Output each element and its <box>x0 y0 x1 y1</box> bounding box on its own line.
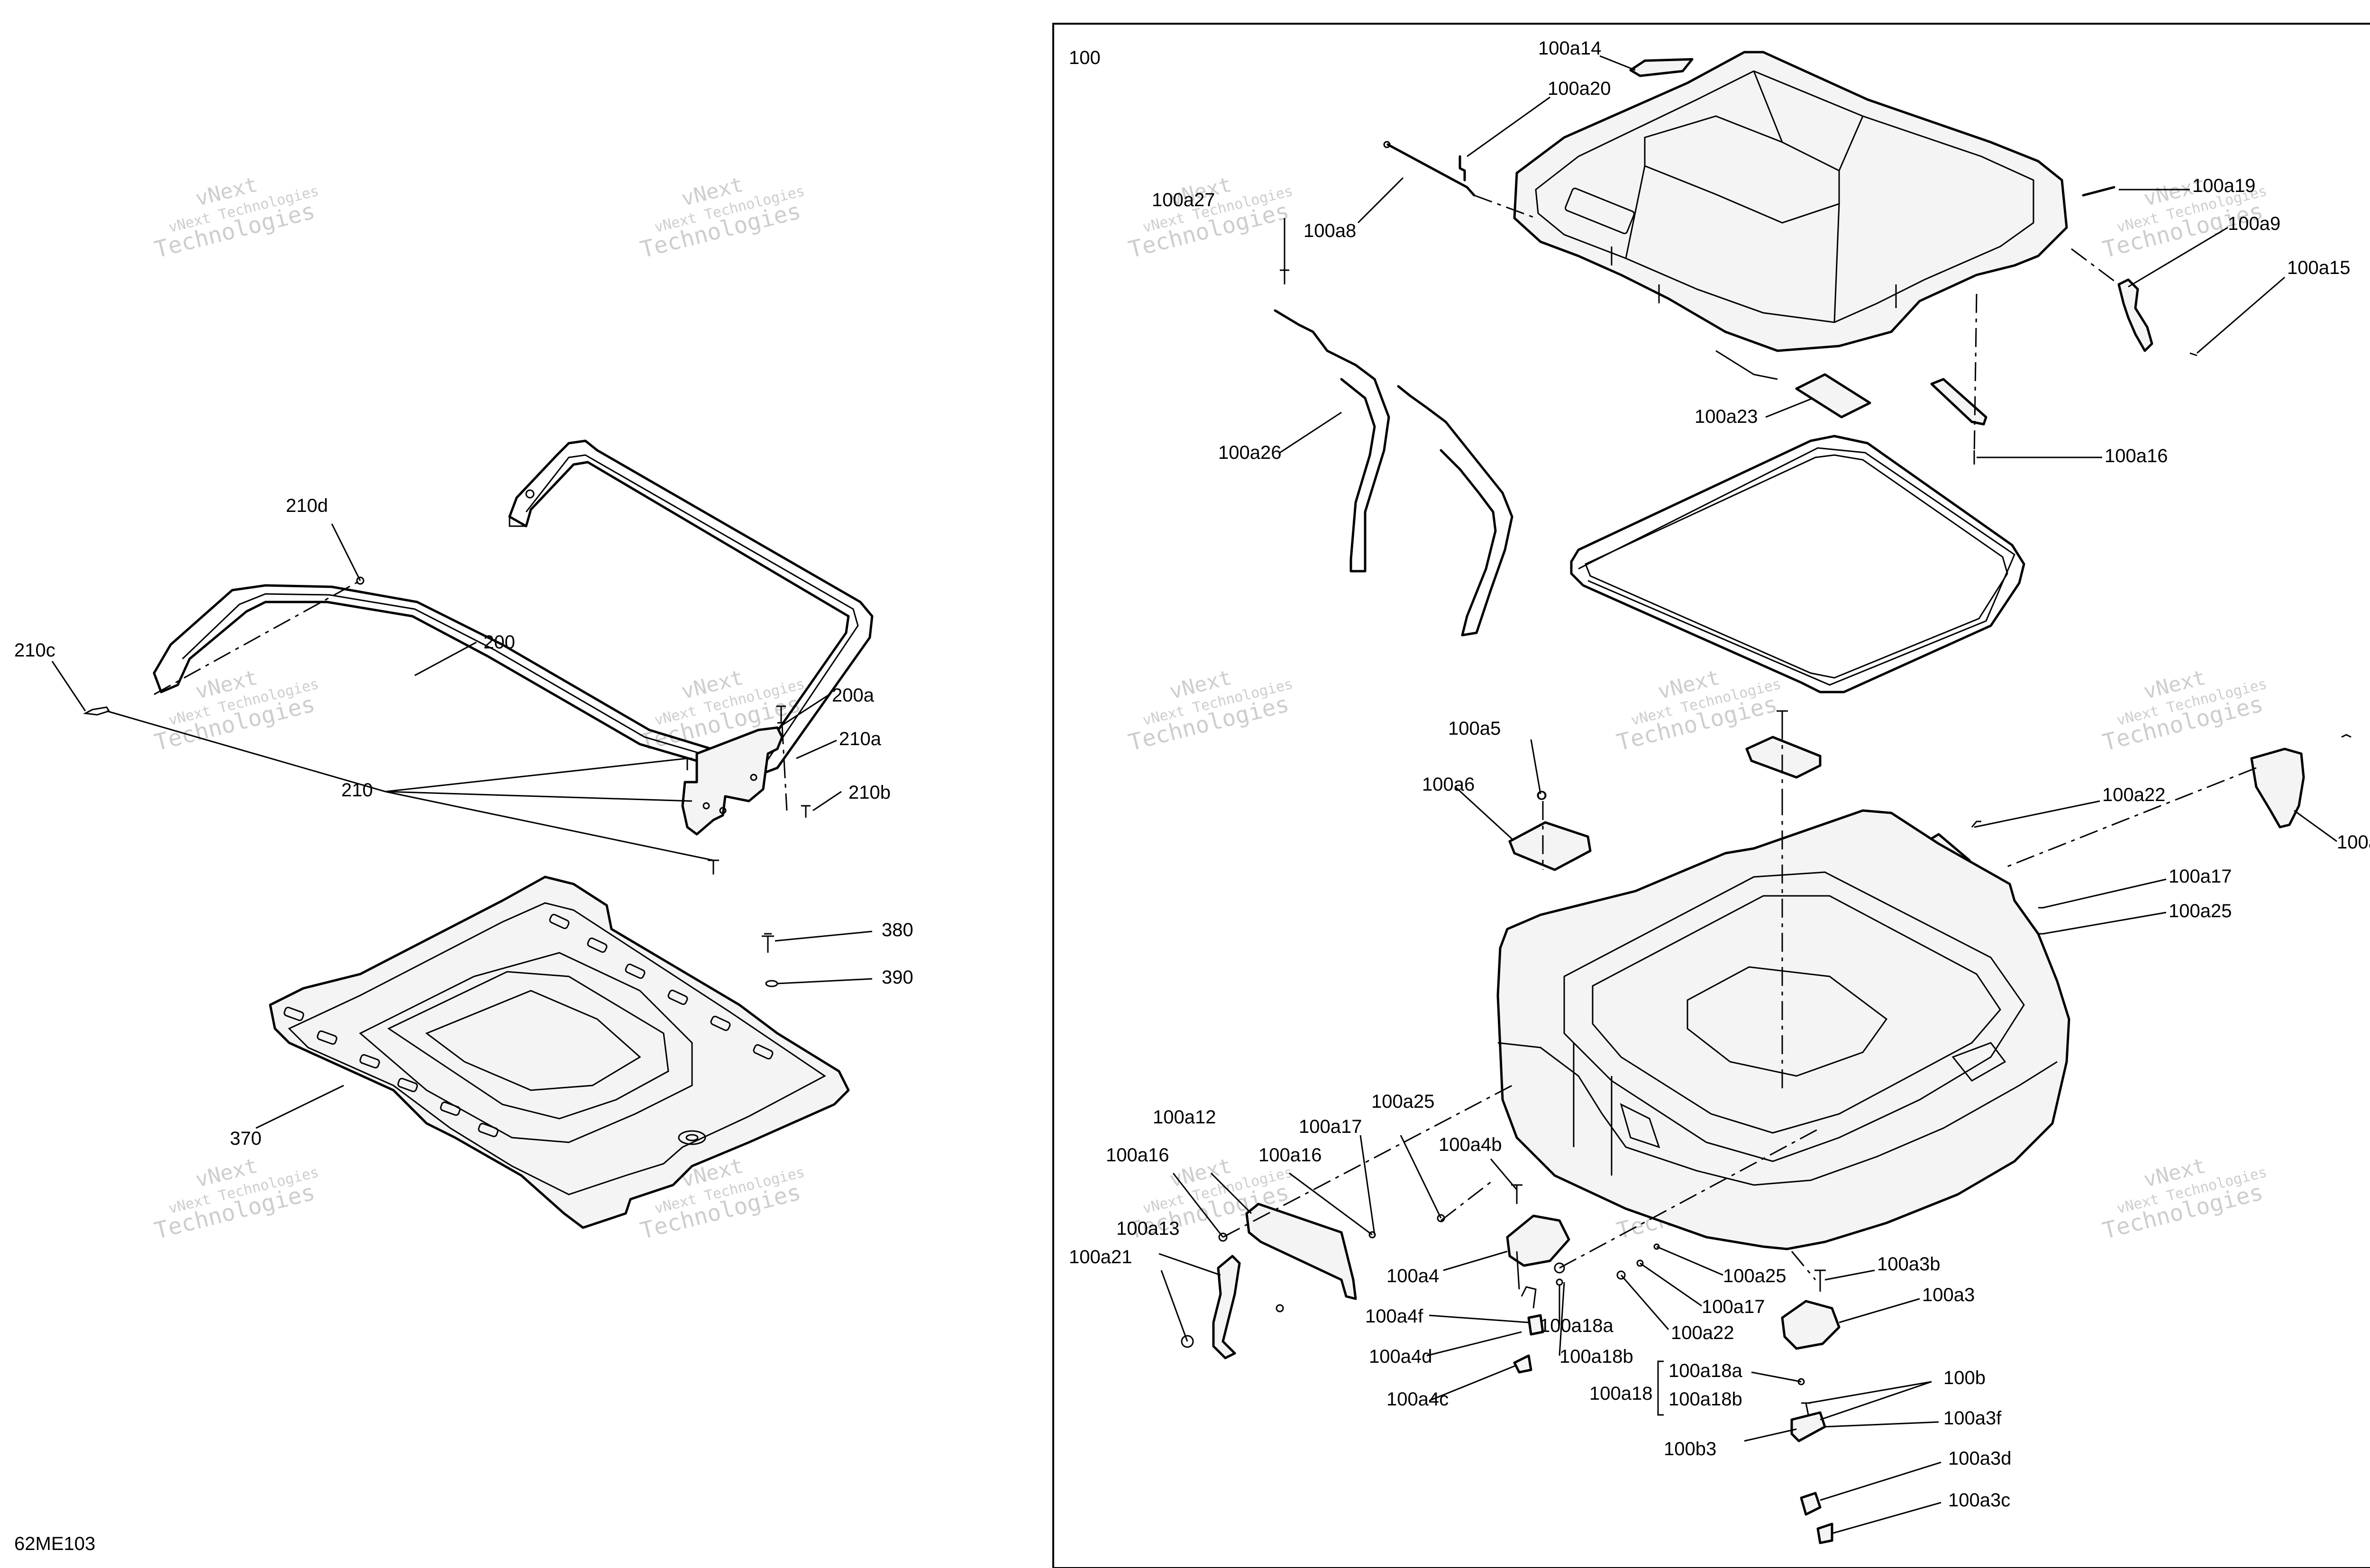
label-210: 210 <box>341 780 373 801</box>
label-100a4f: 100a4f <box>1365 1306 1423 1327</box>
plate-100a23 <box>1795 373 1871 419</box>
watermark: vNext vNext Technologies Technologies <box>1126 665 1294 757</box>
label-210a: 210a <box>839 729 882 749</box>
leader-lines <box>51 55 2337 1534</box>
group-label: 100 <box>1069 47 1101 68</box>
label-100a20: 100a20 <box>1548 78 1611 99</box>
label-100a12: 100a12 <box>1153 1107 1216 1128</box>
group-100-frame <box>1052 23 2370 1568</box>
label-100a3c: 100a3c <box>1948 1490 2010 1511</box>
label-100a9: 100a9 <box>2228 213 2280 234</box>
label-370: 370 <box>230 1128 262 1149</box>
label-100a13: 100a13 <box>1116 1218 1179 1239</box>
bracket-210a <box>681 726 784 836</box>
label-100a18b: 100a18b <box>1559 1346 1633 1367</box>
label-100a18b-group: 100a18b <box>1668 1389 1742 1410</box>
latch-100a20 <box>1458 155 1466 182</box>
label-200: 200 <box>483 632 515 653</box>
label-100a26: 100a26 <box>1218 442 1281 463</box>
plate-top-center <box>1745 736 1822 779</box>
watermark: vNext vNext Technologies Technologies <box>152 665 320 757</box>
label-100a14: 100a14 <box>1538 38 1601 59</box>
pin-100a15 <box>2189 352 2197 356</box>
straps-100a26 <box>1274 269 1513 637</box>
storage-box <box>1496 809 2070 1250</box>
plate-100a6 <box>1508 821 1592 871</box>
label-100a25-left: 100a25 <box>1371 1091 1434 1112</box>
label-100a17-left: 100a17 <box>1299 1116 1362 1137</box>
axis-lines-left <box>154 580 788 811</box>
label-210b: 210b <box>848 782 891 803</box>
label-100a4: 100a4 <box>1386 1266 1439 1286</box>
lid <box>1513 51 2068 380</box>
decal-100a14 <box>1629 58 1694 77</box>
label-100a3f: 100a3f <box>1943 1408 2002 1429</box>
rod-100a8 <box>1383 141 1476 197</box>
label-100a22-low: 100a22 <box>1671 1322 1734 1343</box>
label-100a19: 100a19 <box>2192 175 2255 196</box>
bracket-100a12 <box>1245 1203 1357 1300</box>
label-100a16-left: 100a16 <box>1106 1145 1169 1166</box>
label-380: 380 <box>882 920 913 940</box>
label-390: 390 <box>882 967 913 988</box>
drawing-number: 62ME103 <box>14 1533 95 1554</box>
label-100b3: 100b3 <box>1664 1439 1716 1459</box>
base-plate-slots <box>283 913 774 1138</box>
label-100a15: 100a15 <box>2287 257 2350 278</box>
watermark: vNext vNext Technologies Technologies <box>1614 665 1783 757</box>
label-100a17-low: 100a17 <box>1702 1296 1765 1317</box>
label-100a25-low: 100a25 <box>1723 1266 1786 1286</box>
watermark: vNext vNext Technologies Technologies <box>638 173 806 264</box>
label-100a25-right: 100a25 <box>2169 901 2232 921</box>
label-100a16-mid: 100a16 <box>1258 1145 1322 1166</box>
label-100a18a: 100a18a <box>1540 1315 1613 1336</box>
label-100a4d: 100a4d <box>1369 1346 1432 1367</box>
label-100a17-right: 100a17 <box>2169 866 2232 887</box>
label-200a: 200a <box>832 685 875 706</box>
watermark: vNext vNext Technologies Technologies <box>152 1154 320 1245</box>
label-100a21: 100a21 <box>1069 1247 1132 1267</box>
label-100a4b: 100a4b <box>1439 1134 1502 1155</box>
label-100a27: 100a27 <box>1152 190 1215 210</box>
bracket-100a11 <box>2250 748 2305 829</box>
hinge-100a9 <box>2117 278 2153 352</box>
axis-lines-right <box>1222 194 2257 1280</box>
label-100a3b: 100a3b <box>1877 1254 1940 1275</box>
label-100a18a-group: 100a18a <box>1668 1360 1742 1381</box>
lock-100a3 <box>1781 1269 1841 1544</box>
base-plate <box>269 875 850 1229</box>
part-labels: 210c 210d 200 200a 210a 210 210b 380 390… <box>14 38 2370 1511</box>
label-100a3d: 100a3d <box>1948 1448 2011 1469</box>
lock-100a4 <box>1506 1184 1570 1374</box>
label-100a4c: 100a4c <box>1386 1389 1449 1410</box>
seal-ring <box>1570 435 2025 693</box>
bracket-100a16-top <box>1930 378 1987 426</box>
rack-bar <box>153 439 874 776</box>
label-100a8: 100a8 <box>1304 220 1356 241</box>
watermark: vNext vNext Technologies Technologies <box>1126 173 1294 264</box>
label-210d: 210d <box>286 495 328 516</box>
label-100a5: 100a5 <box>1448 718 1501 739</box>
watermark: vNext vNext Technologies Technologies <box>152 173 320 264</box>
label-100b: 100b <box>1943 1367 1986 1388</box>
spring-100a19 <box>2082 186 2115 197</box>
label-100a3: 100a3 <box>1922 1285 1975 1305</box>
label-100a16-top: 100a16 <box>2105 446 2168 466</box>
label-100a22-top: 100a22 <box>2102 784 2165 805</box>
label-100a18: 100a18 <box>1589 1383 1652 1404</box>
label-100a11: 100a11 <box>2337 832 2370 853</box>
watermark: vNext vNext Technologies Technologies <box>2100 1154 2269 1245</box>
strap-100a13 <box>1212 1255 1241 1359</box>
fasteners-left <box>83 576 811 987</box>
label-210c: 210c <box>14 640 55 661</box>
watermark: vNext vNext Technologies Technologies <box>2100 665 2269 757</box>
watermark: vNext vNext Technologies Technologies <box>2100 173 2269 264</box>
label-100a23: 100a23 <box>1695 406 1758 427</box>
label-100a6: 100a6 <box>1422 774 1475 795</box>
